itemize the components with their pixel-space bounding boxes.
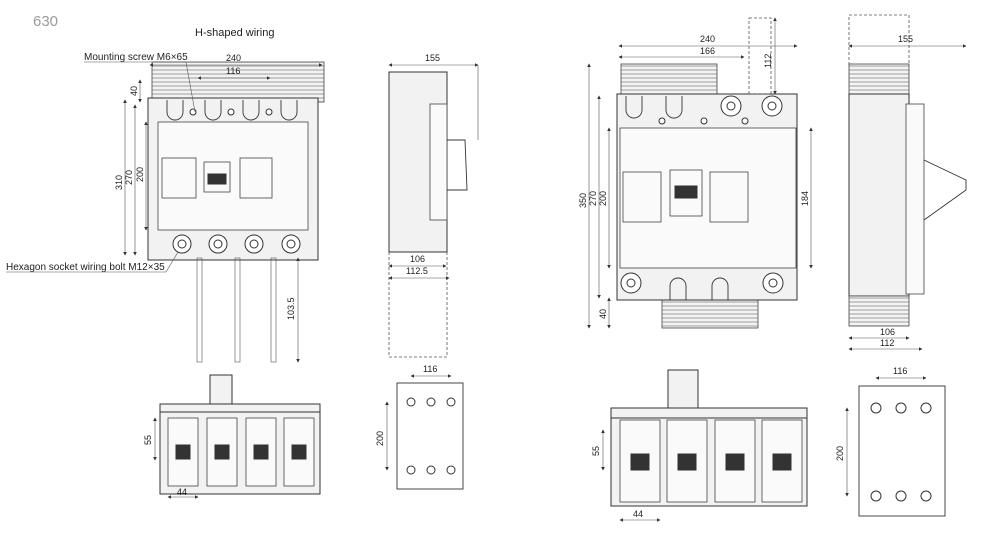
dim-right-front-240: 240 bbox=[700, 34, 715, 44]
dim-left-side-106: 106 bbox=[410, 254, 425, 264]
dim-right-side-112: 112 bbox=[880, 338, 894, 348]
dim-left-front-310: 310 bbox=[114, 175, 124, 190]
right-side-view: 155 106 112 bbox=[848, 14, 967, 351]
left-mounting-plate: 116 200 bbox=[375, 364, 464, 490]
dim-left-front-270: 270 bbox=[124, 170, 134, 185]
right-front-view: 240 166 112 350 270 200 184 40 bbox=[578, 17, 813, 329]
left-bottom-view: 55 44 bbox=[143, 374, 321, 499]
dim-right-front-112: 112 bbox=[763, 54, 773, 68]
dim-right-bottom-55: 55 bbox=[591, 446, 601, 456]
dim-right-front-40: 40 bbox=[598, 309, 608, 319]
dim-left-front-200: 200 bbox=[135, 167, 145, 182]
left-front-view: 240 116 40 310 270 200 103.5 Mounting sc… bbox=[6, 52, 325, 363]
left-side-view: 155 106 112.5 bbox=[388, 53, 479, 358]
dim-right-front-200: 200 bbox=[598, 191, 608, 206]
wiring-caption: H-shaped wiring bbox=[195, 27, 274, 39]
dim-right-plate-200: 200 bbox=[835, 446, 845, 461]
dim-right-side-106: 106 bbox=[880, 327, 895, 337]
dim-right-front-350: 350 bbox=[578, 193, 588, 208]
model-number: 630 bbox=[33, 13, 58, 30]
dim-right-side-155: 155 bbox=[898, 34, 913, 44]
callout-mounting-screw: Mounting screw M6×65 bbox=[84, 52, 188, 63]
right-mounting-plate: 116 200 bbox=[835, 366, 946, 517]
dim-left-front-40: 40 bbox=[129, 86, 139, 96]
dim-right-front-166: 166 bbox=[700, 46, 715, 56]
dim-left-plate-200: 200 bbox=[375, 431, 385, 446]
dim-right-front-184: 184 bbox=[800, 191, 810, 206]
dim-left-side-112: 112.5 bbox=[406, 266, 428, 276]
dim-left-side-155: 155 bbox=[425, 53, 440, 63]
dim-left-front-116: 116 bbox=[226, 66, 240, 76]
dim-left-bottom-44: 44 bbox=[177, 487, 187, 497]
dim-right-plate-116: 116 bbox=[893, 366, 907, 376]
dim-right-front-270: 270 bbox=[588, 191, 598, 206]
right-bottom-view: 55 44 bbox=[591, 369, 808, 522]
callout-wiring-bolt: Hexagon socket wiring bolt M12×35 bbox=[6, 262, 165, 273]
dim-left-plate-116: 116 bbox=[423, 364, 437, 374]
dim-left-front-240: 240 bbox=[226, 53, 241, 63]
dim-left-front-103: 103.5 bbox=[286, 297, 296, 320]
dim-left-bottom-55: 55 bbox=[143, 435, 153, 445]
dim-right-bottom-44: 44 bbox=[633, 509, 643, 519]
